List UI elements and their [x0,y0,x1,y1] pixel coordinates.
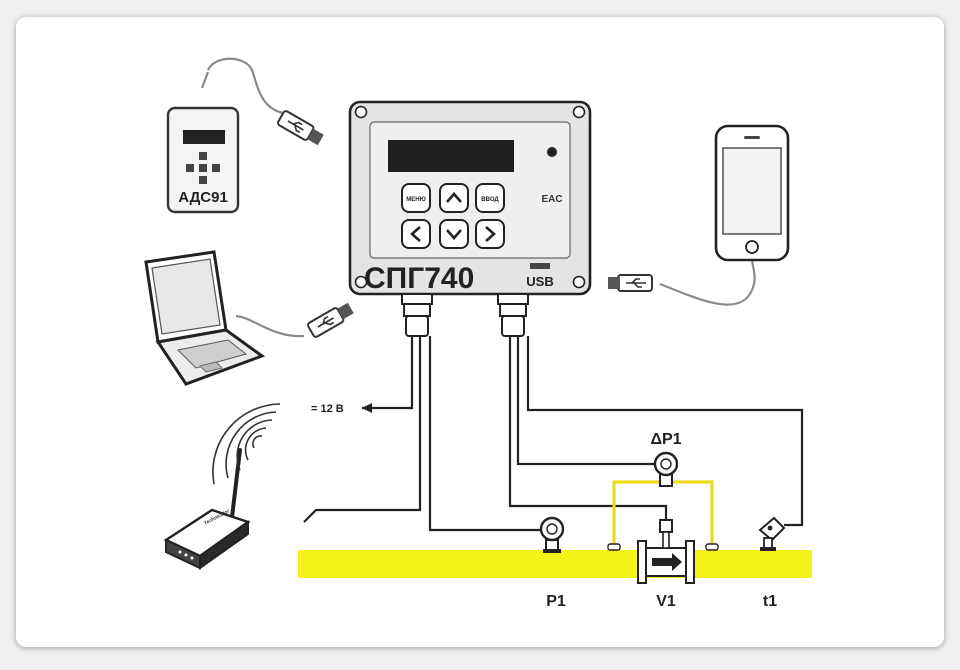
router-icon: Technicolor [163,448,251,570]
chevron-down-icon [446,229,462,240]
chevron-right-icon [485,226,496,242]
temperature-sensor-icon [758,516,786,551]
usb-label: USB [526,274,553,289]
connection-diagram: АДС91 EAC МЕНЮ ВВОД [144,57,812,610]
power-label: = 12 В [311,403,344,415]
indicator-led-icon [547,147,557,157]
ads91-adapter: АДС91 [166,106,240,214]
eac-mark: EAC [541,194,562,205]
gas-pipe [298,550,812,578]
power-arrow-icon [362,403,372,413]
adapter-display [183,130,225,144]
wifi-waves-icon [212,403,281,485]
router-wire [303,336,422,523]
enter-button[interactable]: ВВОД [475,183,505,213]
differential-pressure-sensor-icon [653,451,679,487]
adapter-cable-stub [200,71,210,89]
cable-gland-left-icon [401,293,433,337]
usb-port-icon [530,263,550,269]
v1-wire [508,336,668,520]
usb-plug-laptop-icon [307,302,354,338]
chevron-left-icon [410,226,421,242]
pressure-sensor-icon [539,516,565,553]
screw-icon [572,105,586,119]
screw-icon [354,275,368,289]
flow-meter-icon [637,519,695,584]
adapter-label: АДС91 [178,189,228,206]
laptop-cable [235,314,305,338]
usb-plug-adapter-icon [277,110,324,146]
cable-gland-right-icon [497,293,529,337]
menu-button-label: МЕНЮ [406,197,426,203]
adapter-cable [207,57,291,116]
usb-plug-phone-icon [608,274,653,292]
t1-label: t1 [763,593,777,610]
down-button[interactable] [439,219,469,249]
dp1-wire [516,336,654,466]
diagram-frame: АДС91 EAC МЕНЮ ВВОД [16,17,944,647]
enter-button-label: ВВОД [481,197,499,203]
screw-icon [354,105,368,119]
v1-label: V1 [656,593,676,610]
t1-wire [526,336,804,527]
p1-label: P1 [546,593,566,610]
up-button[interactable] [439,183,469,213]
wiring [303,336,804,532]
menu-button[interactable]: МЕНЮ [401,183,431,213]
power-wire [362,336,414,410]
device-name: СПГ740 [364,262,474,295]
left-button[interactable] [401,219,431,249]
screw-icon [572,275,586,289]
right-button[interactable] [475,219,505,249]
phone-cable [659,257,756,306]
p1-wire [428,336,542,532]
dp1-label: ΔP1 [650,431,681,448]
chevron-up-icon [446,192,462,203]
smartphone-icon [714,124,790,262]
laptop-icon [144,250,266,386]
device-display [388,140,514,172]
spg740-device: EAC МЕНЮ ВВОД СПГ740 USB [348,100,592,296]
